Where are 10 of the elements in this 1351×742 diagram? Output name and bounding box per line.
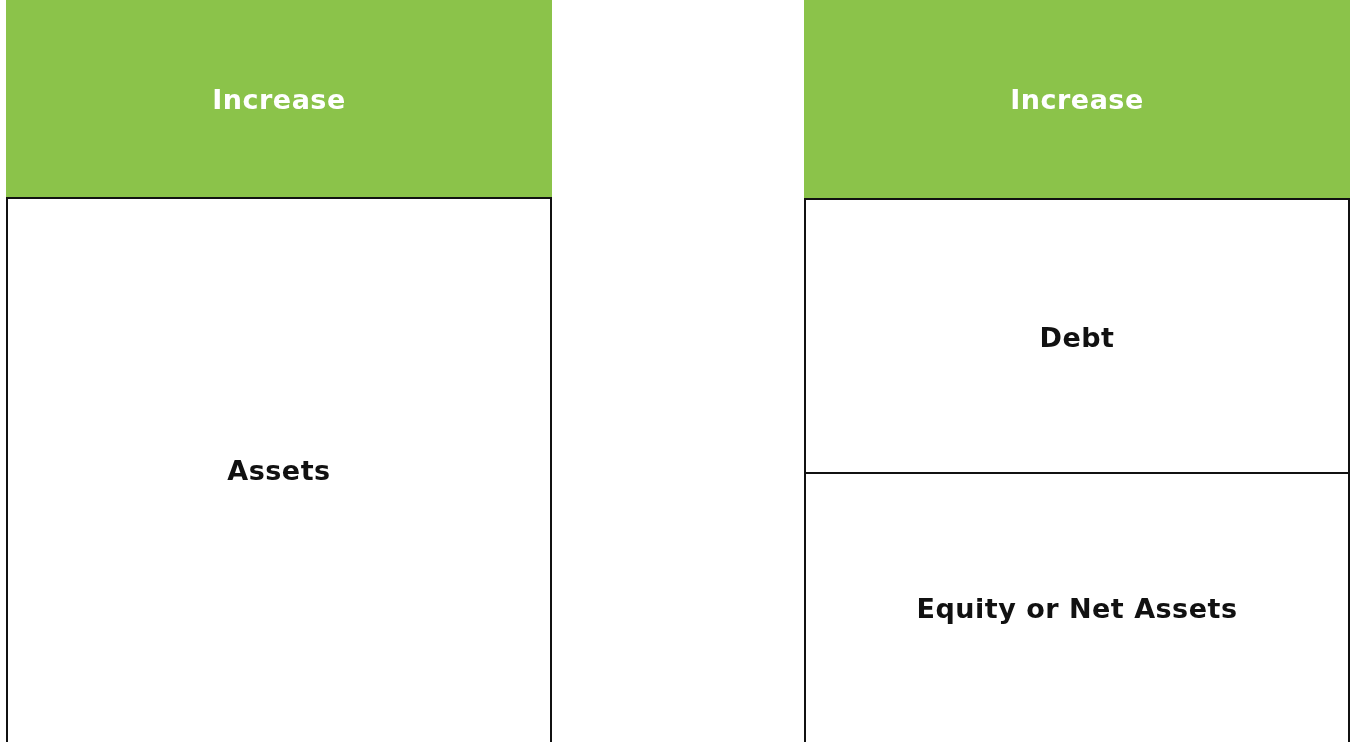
account-box [804, 472, 1350, 742]
account-box [6, 197, 552, 742]
category-label: Equity or Net Assets [916, 592, 1238, 624]
header-bar [6, 0, 552, 198]
header-label: Increase [1010, 84, 1144, 115]
header-bar [804, 0, 1350, 199]
category-label: Assets [227, 455, 331, 486]
header-label: Increase [212, 83, 346, 115]
category-label: Debt [1039, 321, 1115, 353]
account-box [804, 198, 1350, 474]
